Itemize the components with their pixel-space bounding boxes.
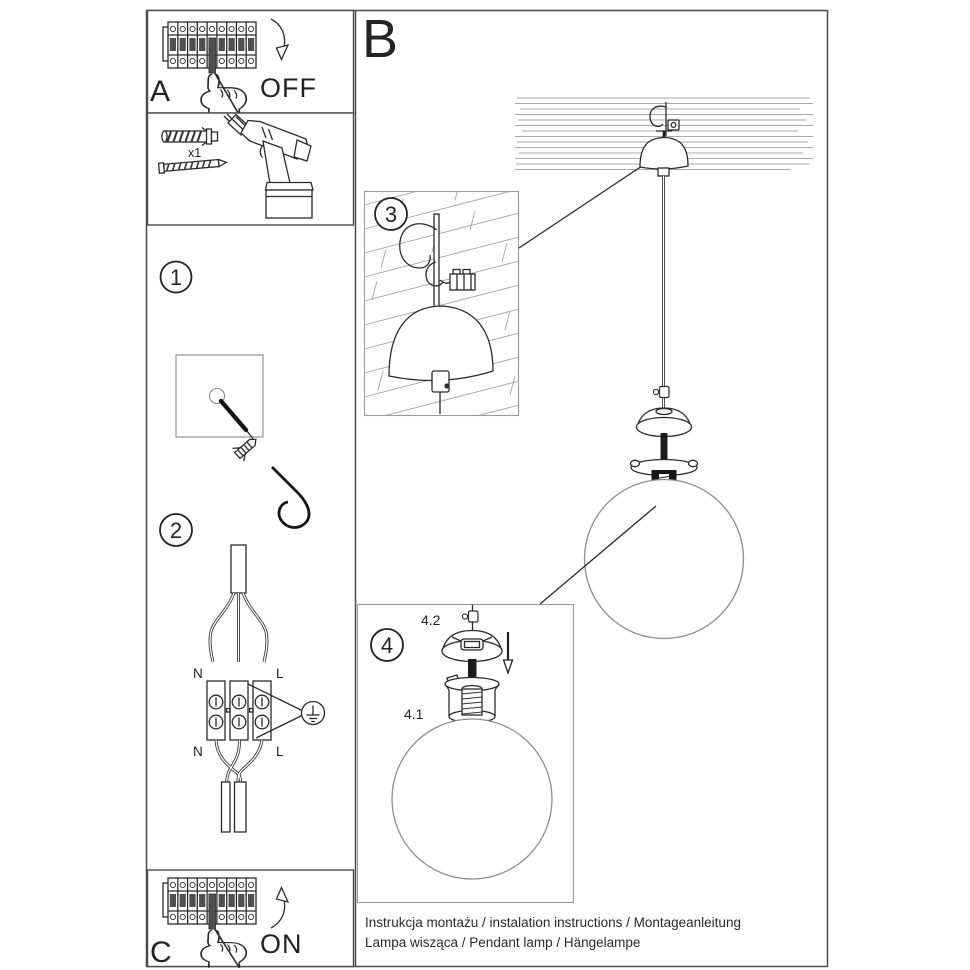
hook-icon [271,466,311,529]
step-number-badge [159,513,193,547]
page-border [145,9,829,968]
leader-line-step4 [539,505,657,605]
footer: Instrukcja montażu / instalation instruc… [365,915,741,950]
curved-arrow-up-icon [270,885,290,929]
panel-b: B [356,9,813,904]
page-frame [145,9,829,968]
label-l-bottom: L [276,744,284,759]
mains-cable-icon [230,544,247,594]
screw-and-anchor-icon [218,398,257,462]
leader-line-step3 [518,157,655,249]
ceiling-square-icon [175,354,264,438]
panel-b-label: B [362,9,398,69]
quantity-label: x1 [188,146,201,160]
stem [468,659,477,683]
drill-icon [223,113,314,219]
step-1-number: 1 [170,265,182,290]
footer-line-2: Lampa wisząca / Pendant lamp / Hängelamp… [365,935,640,950]
circuit-breaker-icon [162,21,257,74]
panel-c-label: C [150,936,172,969]
step-4-number: 4 [381,633,393,658]
wall-plug-icon [161,126,219,147]
step-3: 3 [363,190,520,417]
terminal-block-icon [206,680,272,741]
substep-42-label: 4.2 [421,612,441,628]
label-l-top: L [276,666,284,681]
shade-holder-icon [629,407,699,477]
tools-panel: x1 [146,112,355,226]
glass-globe-icon [583,478,745,640]
state-on-label: ON [260,929,303,959]
step-4: 4 4.2 [356,603,575,904]
wires-top [208,592,269,663]
canopy-icon [639,136,689,177]
cord-stopper-icon [652,385,670,399]
panel-a-label: A [150,75,170,108]
ceiling-hook-icon [649,102,680,142]
panel-a: OFF A [146,9,355,116]
lamp-cable-icon [233,781,247,833]
insert-arrow-down-icon [502,632,514,675]
label-n-top: N [193,666,203,681]
label-n-bottom: N [193,744,203,759]
circuit-breaker-icon [162,877,257,930]
socket-assembly-icon [444,674,500,724]
step-number-badge [370,628,404,662]
wires-bottom [214,739,264,783]
footer-line-1: Instrukcja montażu / instalation instruc… [365,915,741,930]
substep-41-label: 4.1 [404,706,424,722]
state-off-label: OFF [260,73,317,103]
curved-arrow-down-icon [270,18,290,62]
step-number-badge [374,197,408,231]
lamp-cable-icon [220,781,231,833]
ground-symbol-icon [247,683,326,739]
step-2: 2 N L [159,513,326,833]
screw-icon [157,158,228,174]
canopy-icon [388,305,494,414]
step-3-number: 3 [385,202,397,227]
step-number-badge [159,260,193,294]
globe-holder-disc-icon [441,629,503,663]
glass-globe-icon [391,718,553,880]
drill-hole-icon [208,387,226,405]
step-1: 1 [159,260,311,529]
panel-c: ON C [146,869,355,969]
step-2-number: 2 [170,518,182,543]
